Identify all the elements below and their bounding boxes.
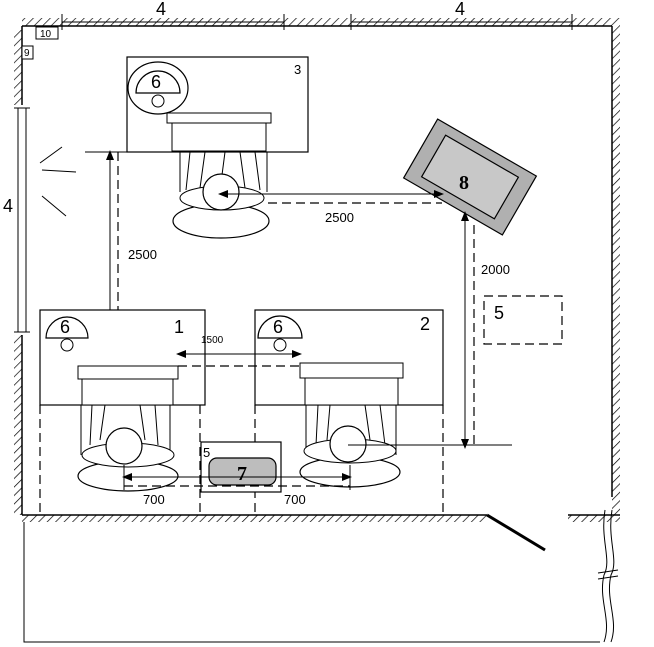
dim-2000-label: 2000 — [481, 262, 510, 277]
workstation-3: 3 6 — [126, 56, 309, 239]
workstation-2-number: 2 — [420, 314, 430, 334]
lamp-1-number: 6 — [60, 317, 70, 337]
workstation-2: 2 6 — [254, 309, 444, 488]
dim-2000: 2000 — [348, 211, 512, 449]
item-7-number: 7 — [237, 463, 247, 485]
lamp-3-number: 6 — [151, 72, 161, 92]
dim-700-right-label: 700 — [284, 492, 306, 507]
left-wall-lower-hatch — [14, 335, 22, 515]
dim-top-right: 4 — [455, 0, 465, 19]
workstation-1-number: 1 — [174, 317, 184, 337]
marker-9: 9 — [24, 48, 30, 59]
dim-2500-horizontal-label: 2500 — [325, 210, 354, 225]
workstation-3-number: 3 — [294, 62, 301, 77]
dim-1500-label: 1500 — [201, 335, 224, 346]
top-wall-hatch — [22, 18, 612, 26]
corner-markers: 10 9 — [21, 26, 59, 60]
cabinet-5-number: 5 — [494, 303, 504, 323]
right-wall-hatch — [612, 18, 620, 515]
corridor-outline — [23, 509, 619, 643]
dim-2500-horizontal: 2500 — [218, 190, 444, 225]
chair-3-icon — [172, 151, 270, 239]
light-rays — [39, 146, 77, 217]
dim-top-left: 4 — [156, 0, 166, 19]
lamp-2-number: 6 — [273, 317, 283, 337]
workstation-1: 1 6 — [39, 309, 206, 492]
dim-2500-vertical-label: 2500 — [128, 247, 157, 262]
walls — [14, 18, 620, 552]
item-7: 5 7 — [200, 441, 282, 493]
zone-dashed-lines — [39, 405, 444, 515]
item-7-small-number: 5 — [203, 445, 210, 460]
dim-2500-vertical: 2500 — [85, 150, 157, 310]
item-8 — [402, 118, 538, 236]
bottom-wall-right-hatch — [568, 515, 620, 522]
dim-left-side: 4 — [3, 196, 13, 216]
left-window — [14, 107, 30, 333]
bottom-wall-left-hatch — [22, 515, 487, 522]
dim-700-left-label: 700 — [143, 492, 165, 507]
dim-1500: 1500 — [176, 335, 302, 367]
door-leaf — [486, 513, 546, 552]
marker-10: 10 — [40, 29, 52, 40]
left-wall-upper-hatch — [14, 30, 22, 105]
lamp-2-icon: 6 — [257, 315, 303, 352]
cabinet-5: 5 — [483, 295, 563, 345]
lamp-3-icon: 6 — [127, 61, 189, 115]
dim-700: 700 700 — [122, 465, 352, 507]
lamp-1-icon: 6 — [45, 316, 89, 352]
item-8-number: 8 — [459, 172, 469, 194]
top-dimensions: 4 4 — [61, 0, 573, 30]
